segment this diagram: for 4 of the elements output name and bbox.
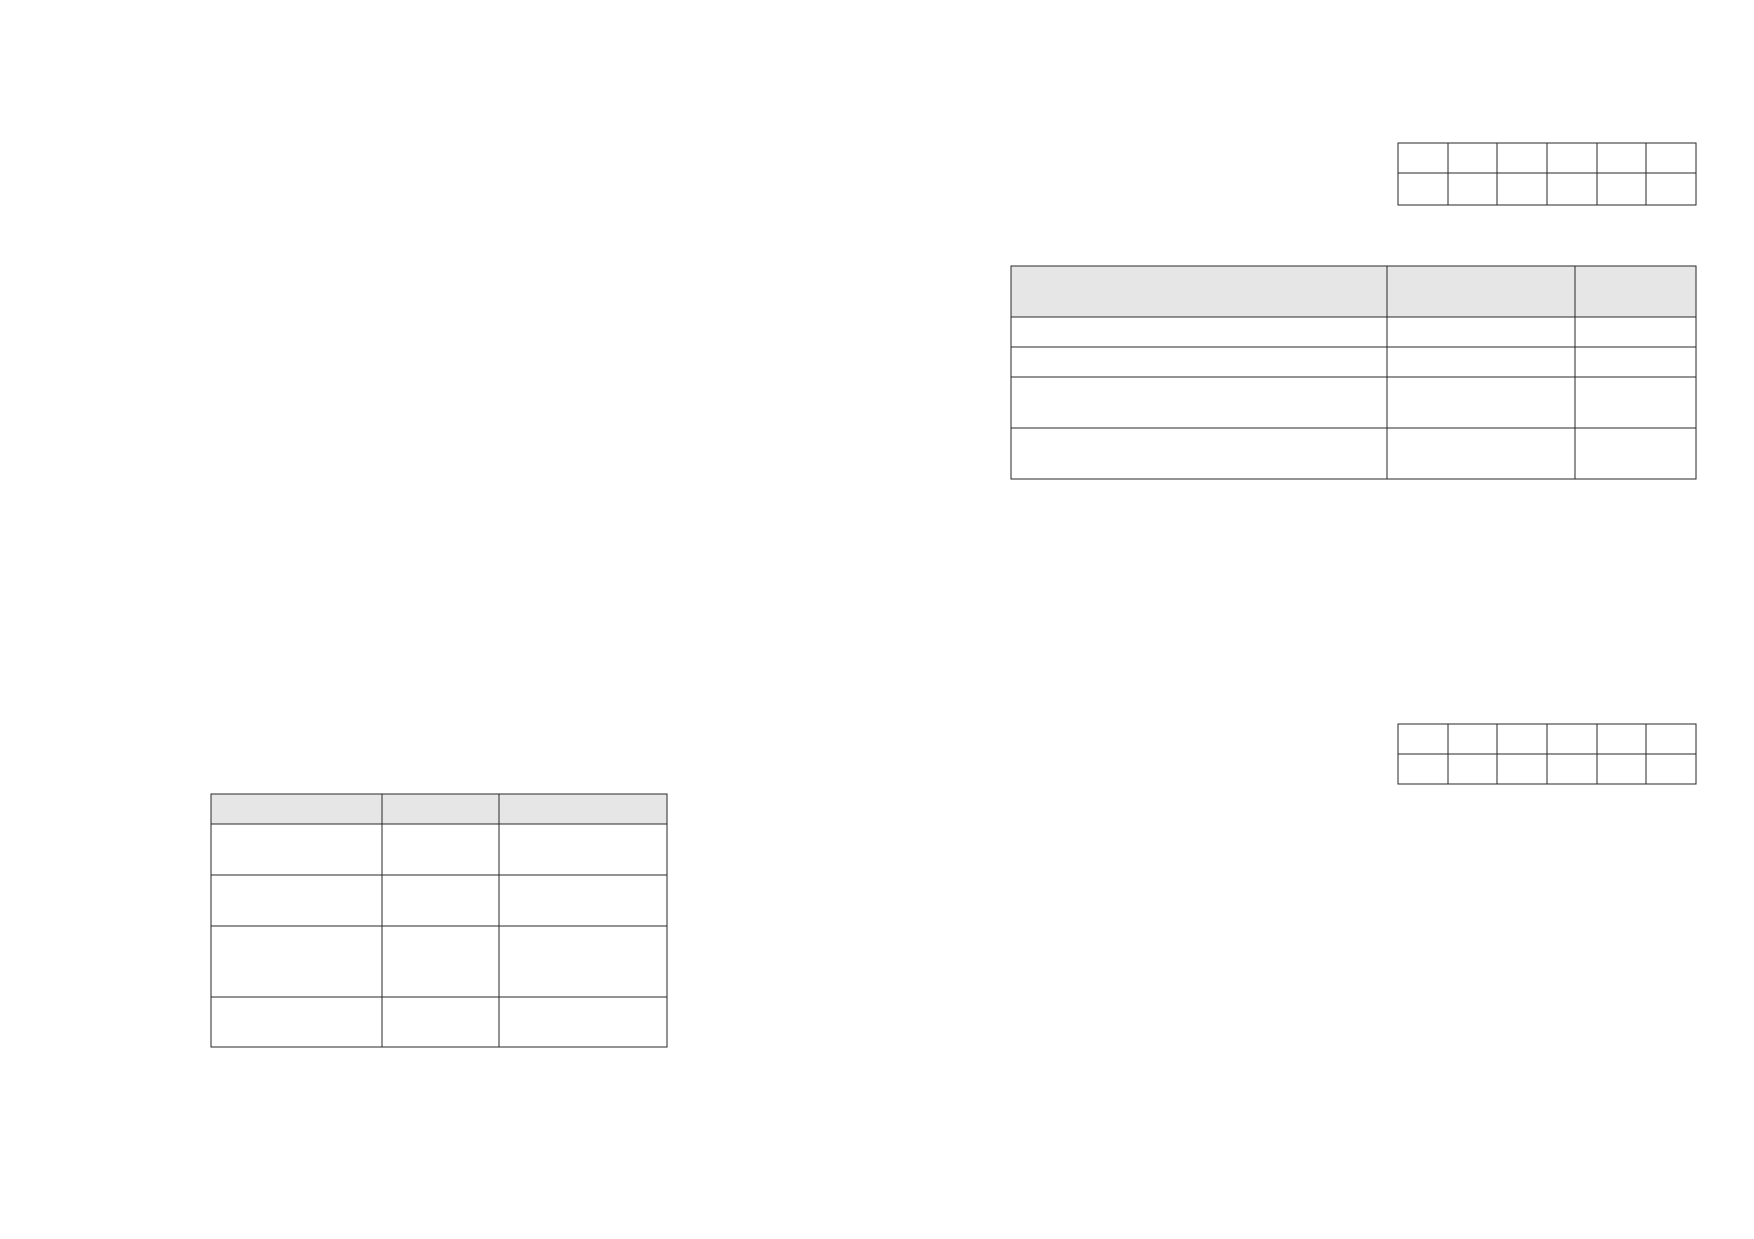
empty-table (210, 793, 668, 1048)
empty-table (1397, 142, 1697, 206)
empty-table (1010, 265, 1697, 480)
empty-table (1397, 723, 1697, 785)
